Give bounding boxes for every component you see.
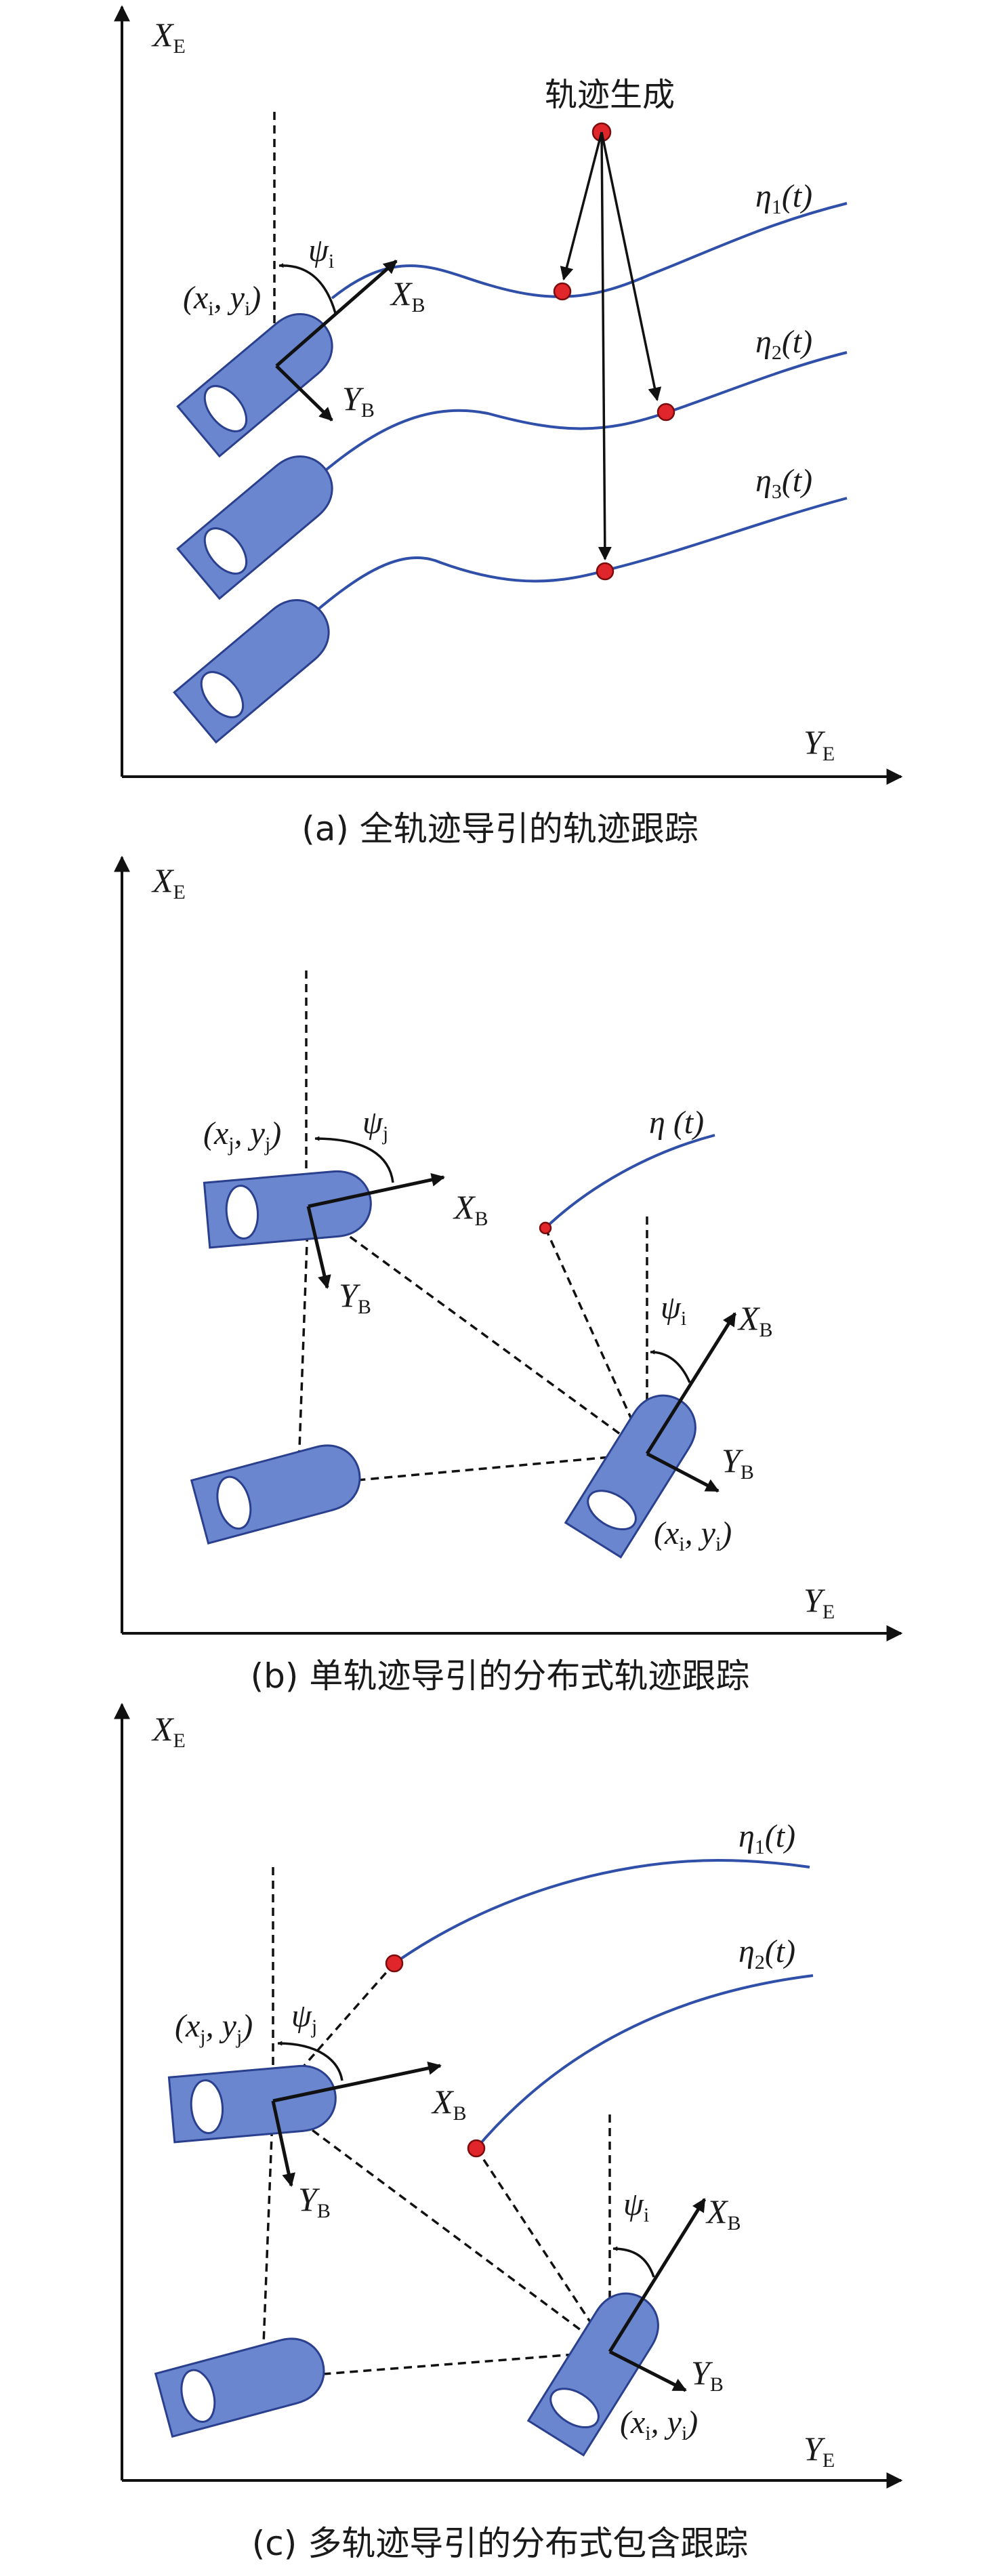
vessel-2: [176, 442, 347, 600]
body-y-axis-j: [271, 2100, 295, 2187]
trajectory-3: [270, 497, 848, 652]
heading-angle-arc-i: [612, 2246, 655, 2278]
heading-label-j: ψj: [291, 1998, 317, 2038]
axis-x-label: XE: [151, 861, 186, 903]
trajectory-2: [475, 1974, 814, 2150]
body-y-label-i: YB: [722, 1442, 754, 1484]
body-x-label-j: XB: [453, 1188, 488, 1230]
body-x-label-j: XB: [431, 2083, 467, 2125]
panel-b-caption: (b) 单轨迹导引的分布式轨迹跟踪: [251, 1656, 750, 1696]
axis-x-label: XE: [151, 1710, 186, 1752]
body-y-label: YB: [342, 380, 375, 422]
vessel-j: [203, 1167, 375, 1249]
trajectory-point-1: [385, 1954, 404, 1973]
body-y-label-j: YB: [339, 1276, 371, 1318]
panel-a-caption: (a) 全轨迹导引的轨迹跟踪: [301, 809, 699, 849]
position-label-j: (xj, yj): [175, 2008, 253, 2048]
trajectory-point: [539, 1221, 552, 1235]
virtual-leader-link: [544, 1227, 648, 1454]
body-y-axis-i: [608, 2350, 687, 2392]
body-x-axis-i: [645, 1312, 737, 1455]
vessel-k: [154, 2330, 333, 2438]
axis-x-label: XE: [151, 16, 186, 58]
heading-angle-arc-i: [650, 1349, 691, 1383]
body-y-axis-i: [646, 1452, 720, 1493]
trajectory-point-2: [657, 403, 675, 422]
trajectory-1-label: η1(t): [755, 178, 812, 218]
body-x-axis-i: [608, 2198, 707, 2353]
heading-angle-arc: [278, 263, 337, 314]
trajectory-generation-label: 轨迹生成: [545, 76, 675, 114]
trajectory-2: [276, 351, 848, 515]
position-label-i: (xi, yi): [654, 1515, 732, 1555]
trajectory-1-label: η1(t): [738, 1818, 795, 1858]
heading-angle-arc-j: [277, 2041, 343, 2081]
callout-arrow-1: [560, 131, 603, 281]
position-label-i: (xi, yi): [620, 2405, 698, 2445]
body-x-axis: [275, 260, 398, 367]
trajectory-label: η (t): [649, 1105, 704, 1141]
body-x-label: XB: [390, 274, 425, 316]
vessel-1: [176, 300, 347, 457]
body-y-label-j: YB: [298, 2180, 331, 2222]
heading-label-i: ψi: [661, 1290, 686, 1330]
body-x-axis-j: [272, 2061, 442, 2103]
trajectory-1: [393, 1858, 810, 1965]
callout-arrow-3: [598, 131, 612, 560]
formation-links: [261, 2100, 613, 2380]
axis-y-label: YE: [804, 723, 835, 765]
panel-a: XE YE XB YB ψi (xi, yi) η1(t) η2(t) η3(t…: [114, 5, 903, 849]
panel-c: XE YE η1(t) η2(t) XB YB ψj (xj, yj) XB Y…: [114, 1702, 903, 2563]
vessel-3: [173, 586, 343, 743]
panel-b: XE YE η (t) XB YB ψj (xj, yj) XB YB ψi (…: [114, 855, 903, 1696]
body-x-label-i: XB: [737, 1299, 773, 1341]
trajectory-2-label: η2(t): [755, 324, 812, 364]
callout-arrow-2: [600, 131, 662, 401]
position-label-j: (xj, yj): [203, 1116, 281, 1156]
trajectory-point-3: [596, 562, 614, 581]
position-label: (xi, yi): [183, 280, 261, 320]
trajectory: [544, 1134, 715, 1229]
body-y-label-i: YB: [691, 2354, 724, 2396]
heading-angle-arc-j: [314, 1136, 394, 1183]
vessel-k: [190, 1437, 369, 1545]
body-y-axis-j: [306, 1206, 331, 1289]
body-y-axis: [275, 365, 333, 422]
axis-y-label: YE: [804, 2430, 835, 2472]
trajectory-2-label: η2(t): [738, 1934, 795, 1974]
heading-label-i: ψi: [623, 2186, 649, 2226]
trajectory-point-2: [467, 2139, 486, 2158]
trajectory-point-1: [553, 282, 572, 301]
heading-label-j: ψj: [362, 1105, 388, 1145]
formation-links: [297, 1205, 650, 1487]
axis-y-label: YE: [804, 1581, 835, 1623]
trajectory-3-label: η3(t): [755, 463, 812, 503]
trajectory-1: [331, 202, 848, 300]
body-x-axis-j: [308, 1173, 445, 1208]
heading-label: ψi: [308, 232, 334, 272]
panel-c-caption: (c) 多轨迹导引的分布式包含跟踪: [252, 2524, 748, 2563]
body-x-label-i: XB: [705, 2192, 741, 2234]
